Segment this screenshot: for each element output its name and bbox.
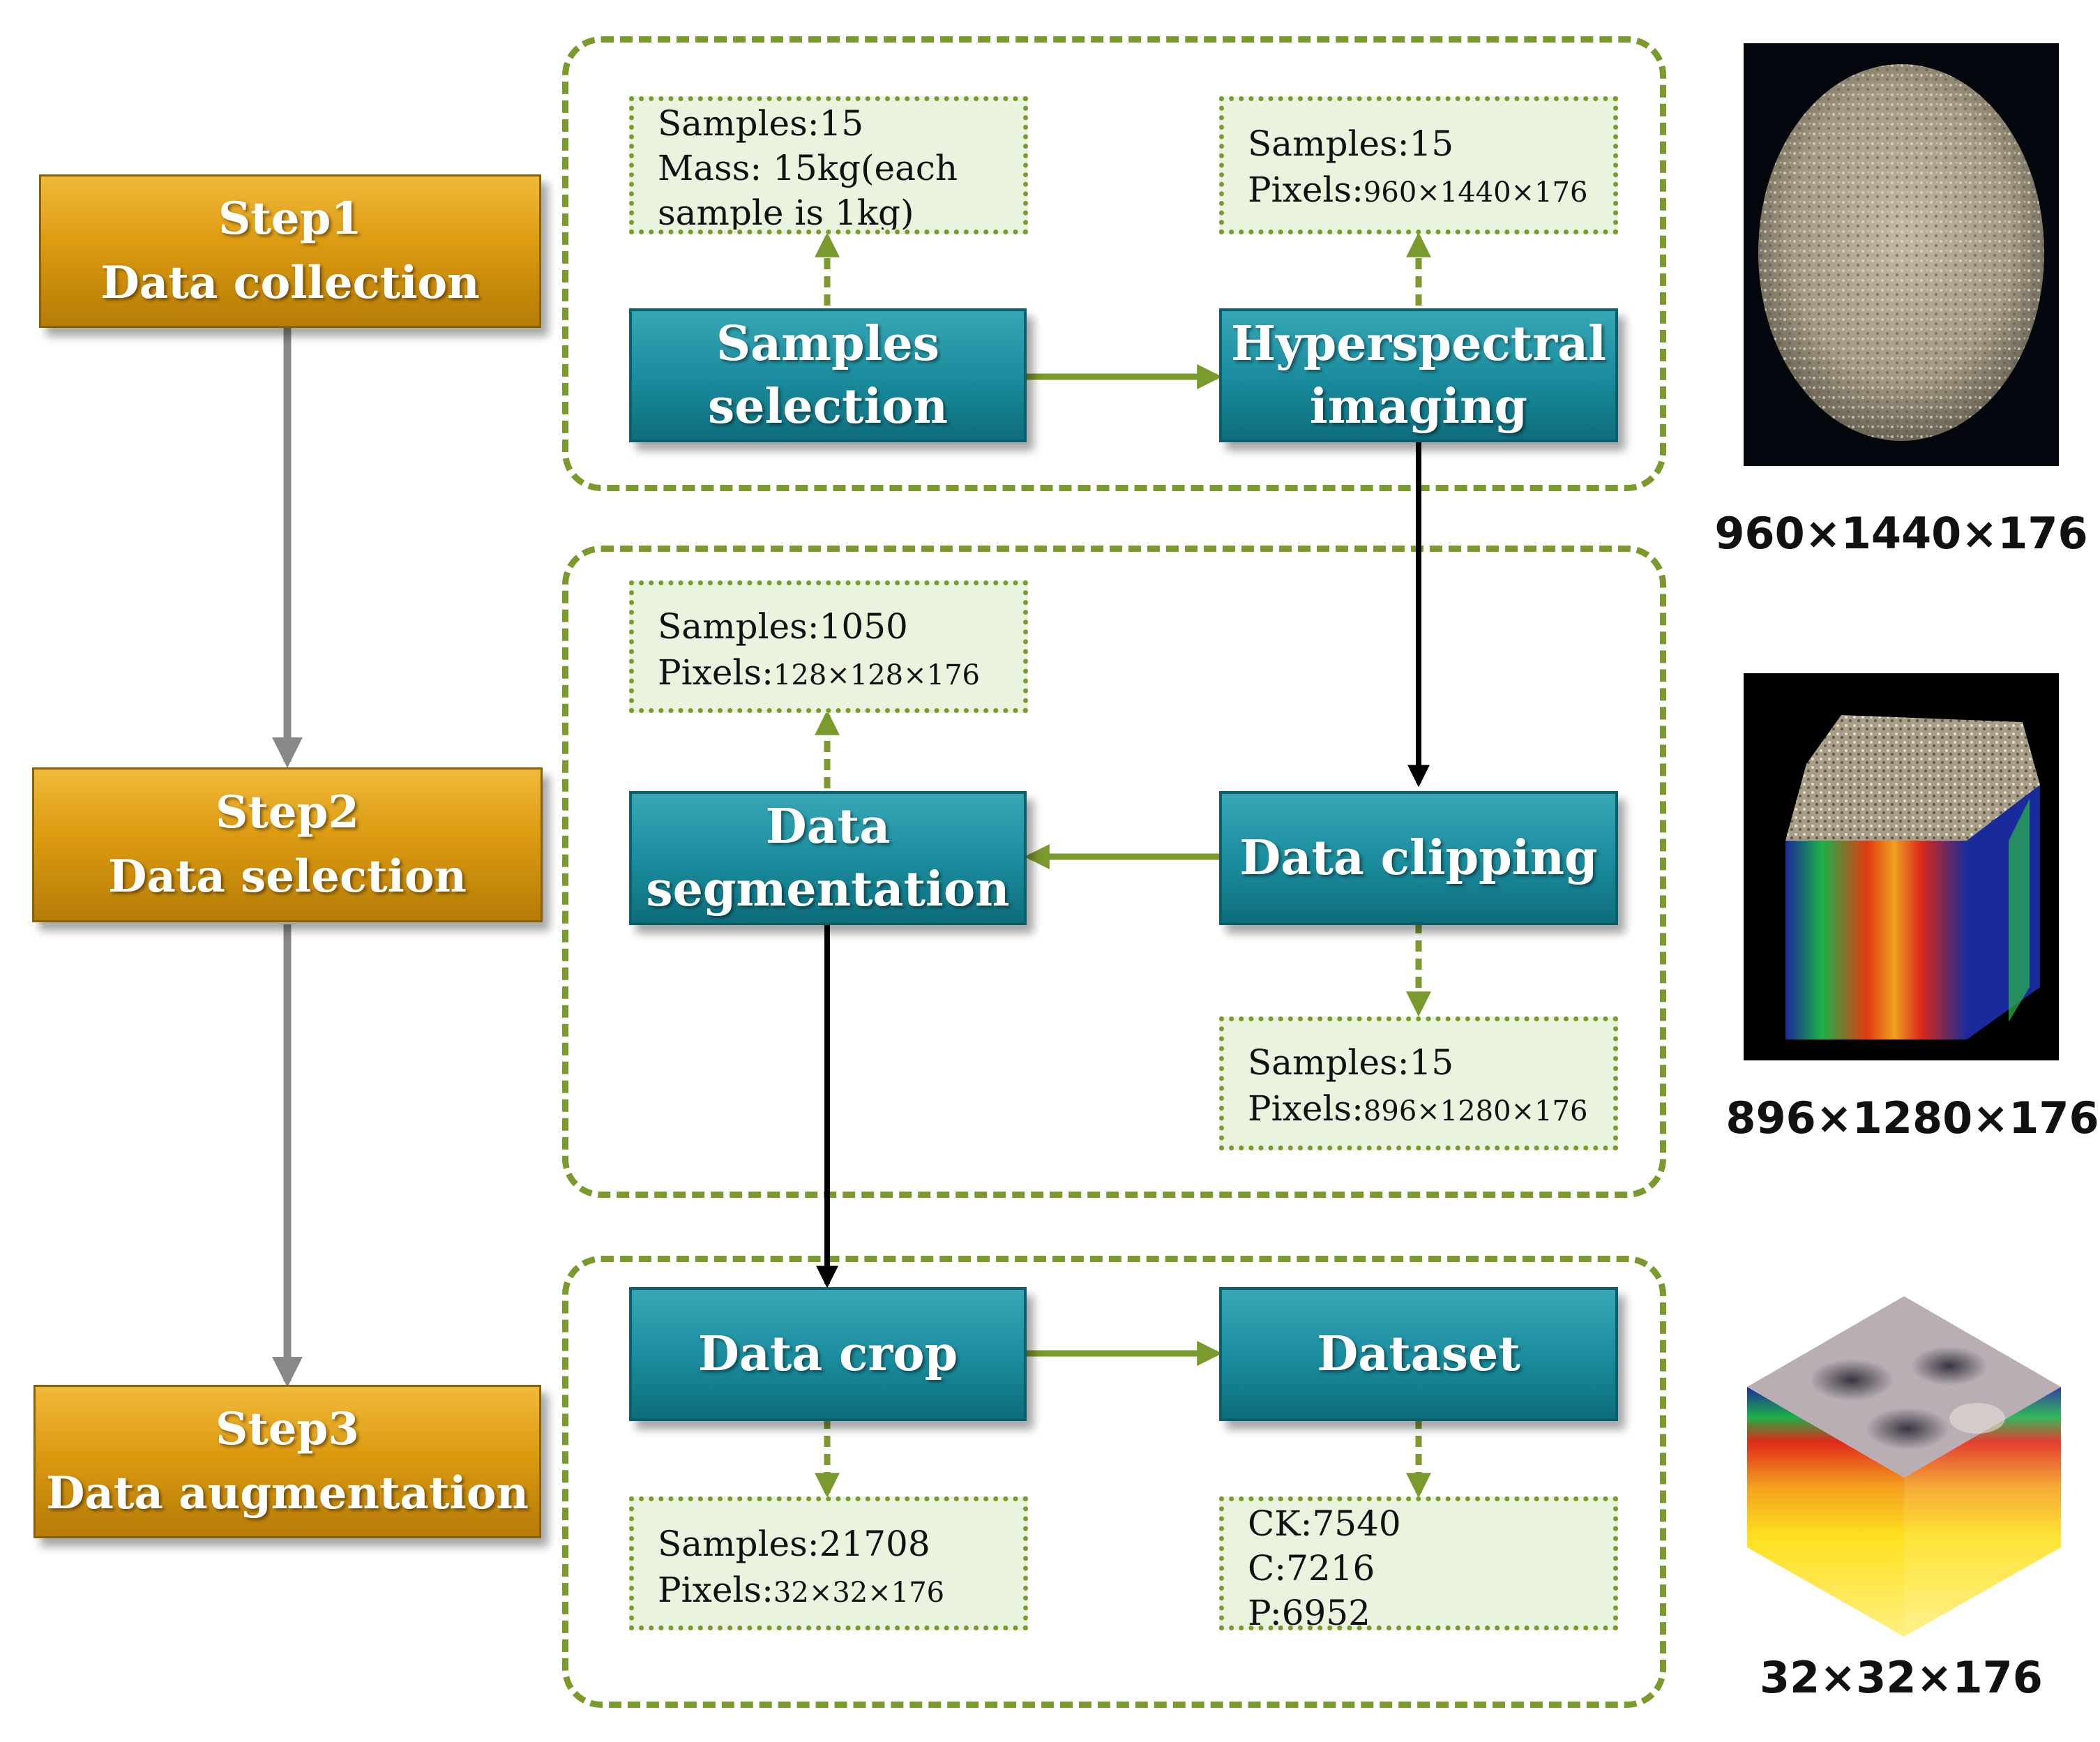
process-label-line1: Samples	[716, 316, 940, 372]
image-caption-1: 960×1440×176	[1714, 508, 2088, 559]
process-hyperspectral-imaging: Hyperspectral imaging	[1219, 308, 1618, 442]
patch-cube-image	[1747, 1289, 2061, 1637]
process-label-line1: Data	[765, 799, 891, 855]
group-data-selection	[562, 546, 1666, 1198]
process-label-line2: selection	[707, 379, 949, 435]
step1-number: Step1	[218, 193, 362, 245]
note-data-segmentation: Samples:1050 Pixels:128×128×176	[629, 580, 1028, 713]
group-data-augmentation	[562, 1256, 1666, 1708]
note-line: Samples:1050	[658, 606, 908, 647]
note-data-crop: Samples:21708 Pixels:32×32×176	[629, 1496, 1028, 1630]
process-label: Data clipping	[1239, 830, 1598, 886]
process-data-segmentation: Data segmentation	[629, 791, 1027, 925]
note-line: P:6952	[1248, 1593, 1370, 1630]
note-line: Pixels:960×1440×176	[1248, 167, 1589, 216]
process-dataset: Dataset	[1219, 1287, 1618, 1421]
process-label: Dataset	[1317, 1326, 1520, 1382]
group-data-collection	[562, 36, 1666, 491]
note-pixels-value: 896×1280×176	[1363, 1095, 1588, 1127]
image-caption-2: 896×1280×176	[1725, 1092, 2099, 1143]
process-data-clipping: Data clipping	[1219, 791, 1618, 925]
note-line: Pixels:896×1280×176	[1248, 1086, 1589, 1134]
note-line: sample is 1kg)	[658, 193, 914, 233]
process-label-line2: imaging	[1309, 379, 1528, 435]
grain-pile-image	[1744, 43, 2059, 466]
note-pixels-label: Pixels:	[1248, 1088, 1364, 1129]
note-pixels-label: Pixels:	[658, 652, 773, 693]
note-line: Samples:15	[658, 103, 864, 144]
process-samples-selection: Samples selection	[629, 308, 1027, 442]
note-line: CK:7540	[1248, 1503, 1401, 1544]
image-caption-3: 32×32×176	[1760, 1652, 2043, 1703]
note-line: Samples:15	[1248, 1042, 1454, 1083]
step2-title: Data selection	[107, 850, 467, 903]
step3-number: Step3	[216, 1403, 359, 1455]
note-pixels-value: 128×128×176	[773, 659, 980, 691]
process-label-line2: segmentation	[646, 862, 1010, 917]
step2-number: Step2	[216, 786, 359, 839]
note-pixels-label: Pixels:	[1248, 170, 1364, 210]
step3-title: Data augmentation	[45, 1467, 529, 1519]
process-label-line1: Hyperspectral	[1230, 316, 1607, 372]
step2-box: Step2 Data selection	[32, 767, 543, 922]
note-line: C:7216	[1248, 1548, 1375, 1589]
note-pixels-value: 960×1440×176	[1363, 177, 1588, 209]
note-line: Mass: 15kg(each	[658, 148, 958, 188]
note-line: Samples:15	[1248, 123, 1454, 164]
note-line: Pixels:128×128×176	[658, 650, 999, 698]
note-pixels-label: Pixels:	[658, 1570, 773, 1610]
note-dataset: CK:7540 C:7216 P:6952	[1219, 1496, 1618, 1630]
process-data-crop: Data crop	[629, 1287, 1027, 1421]
step1-box: Step1 Data collection	[39, 174, 541, 328]
process-label: Data crop	[697, 1326, 958, 1382]
note-samples-selection: Samples:15 Mass: 15kg(each sample is 1kg…	[629, 96, 1028, 234]
note-line: Samples:21708	[658, 1524, 930, 1564]
hyperspectral-cube-image	[1744, 673, 2059, 1060]
note-pixels-value: 32×32×176	[773, 1577, 945, 1609]
step3-box: Step3 Data augmentation	[33, 1385, 541, 1538]
note-line: Pixels:32×32×176	[658, 1567, 999, 1616]
note-hyperspectral-imaging: Samples:15 Pixels:960×1440×176	[1219, 96, 1618, 234]
note-data-clipping: Samples:15 Pixels:896×1280×176	[1219, 1016, 1618, 1150]
step1-title: Data collection	[100, 257, 480, 309]
